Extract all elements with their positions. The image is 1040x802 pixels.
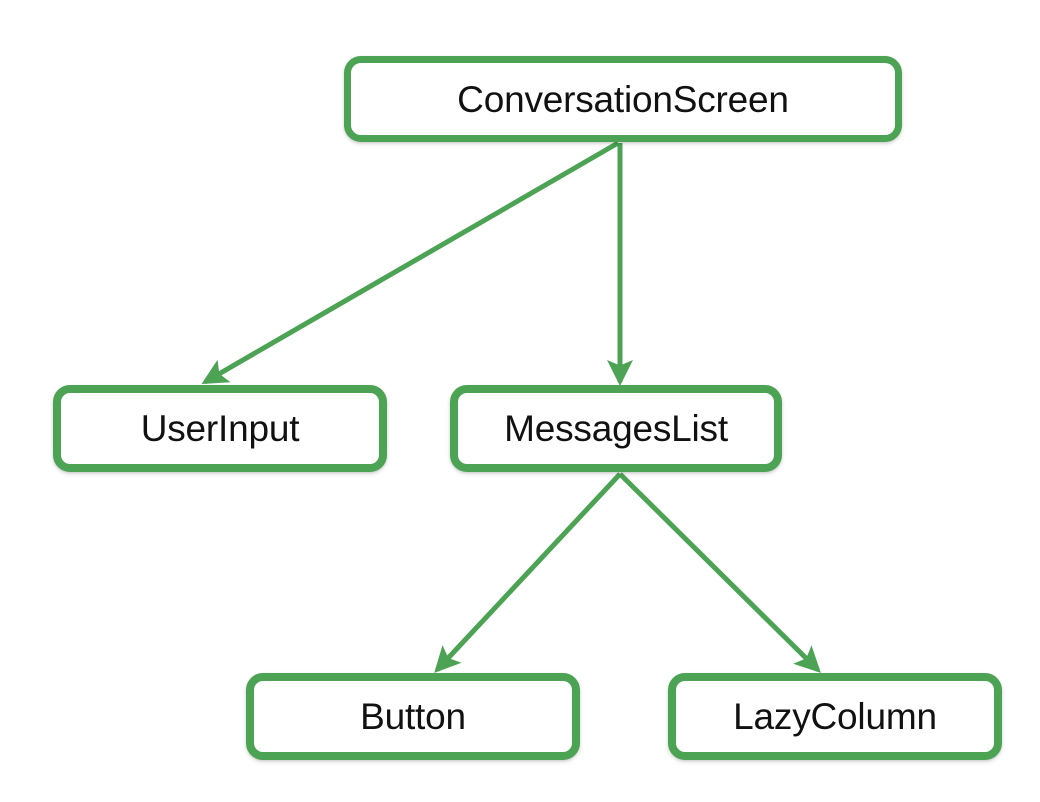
edge-messages-list-lazy-column	[618, 472, 821, 673]
edge-conversation-screen-user-input	[201, 140, 620, 385]
node-label-lazy-column: LazyColumn	[733, 696, 937, 737]
node-label-messages-list: MessagesList	[504, 408, 728, 449]
node-messages-list[interactable]: MessagesList	[450, 385, 782, 472]
node-conversation-screen[interactable]: ConversationScreen	[344, 56, 902, 142]
node-label-user-input: UserInput	[140, 408, 300, 449]
edge-messages-list-button	[434, 472, 622, 673]
node-label-conversation-screen: ConversationScreen	[457, 78, 789, 120]
node-button[interactable]: Button	[246, 673, 580, 760]
node-user-input[interactable]: UserInput	[53, 385, 387, 472]
node-label-button: Button	[360, 696, 466, 737]
node-lazy-column[interactable]: LazyColumn	[668, 673, 1002, 760]
